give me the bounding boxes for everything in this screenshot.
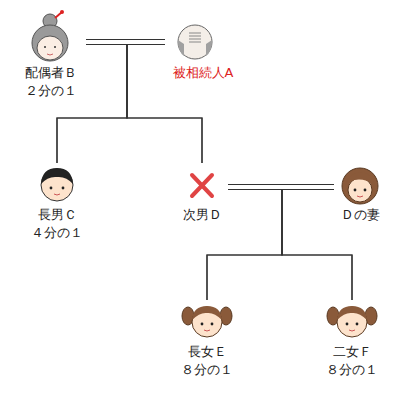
person-node: 次男Ｄ	[176, 163, 228, 225]
person-node: 被相続人A	[165, 18, 241, 84]
inheritance-share: ４分の１	[27, 224, 87, 242]
descent-line	[127, 45, 202, 164]
person-name: 二女Ｆ	[322, 343, 382, 361]
girl-icon	[182, 306, 232, 337]
person-node: 二女Ｆ８分の１	[322, 300, 382, 382]
person-node: Ｄの妻	[334, 163, 386, 225]
descent-line	[86, 45, 202, 164]
descent-line	[57, 45, 127, 164]
connector-stroke	[207, 190, 282, 301]
connector-stroke	[86, 39, 165, 40]
grandmother-icon	[32, 10, 68, 61]
girl-icon	[327, 306, 377, 337]
connector-stroke	[127, 45, 202, 164]
descent-line	[207, 190, 282, 301]
marriage-line	[228, 185, 334, 190]
inheritance-share: ８分の１	[177, 361, 237, 379]
person-name: Ｄの妻	[334, 206, 386, 224]
person-name: 長男Ｃ	[27, 206, 87, 224]
deceased-mark	[192, 175, 212, 196]
marriage-line	[86, 40, 165, 45]
person-node: 配偶者Ｂ２分の１	[16, 18, 86, 102]
inheritance-share: ２分の１	[16, 82, 86, 100]
grandfather-icon	[178, 25, 212, 59]
inheritance-share: ８分の１	[322, 361, 382, 379]
descent-line	[207, 190, 334, 301]
boy-icon	[41, 168, 73, 201]
connector-stroke	[57, 45, 127, 164]
woman-icon	[342, 168, 378, 204]
connector-stroke	[228, 190, 352, 301]
connector-stroke	[86, 45, 202, 164]
connector-stroke	[207, 190, 334, 301]
person-node: 長男Ｃ４分の１	[27, 163, 87, 245]
person-name: 配偶者Ｂ	[16, 64, 86, 82]
descent-line	[57, 45, 165, 164]
descent-line	[282, 190, 352, 301]
person-name: 次男Ｄ	[176, 206, 228, 224]
connector-stroke	[282, 190, 352, 301]
person-node: 長女Ｅ８分の１	[177, 300, 237, 382]
connector-stroke	[57, 45, 165, 164]
connector-stroke	[228, 184, 334, 185]
descent-line	[228, 190, 352, 301]
person-name: 被相続人A	[165, 64, 241, 82]
person-name: 長女Ｅ	[177, 343, 237, 361]
